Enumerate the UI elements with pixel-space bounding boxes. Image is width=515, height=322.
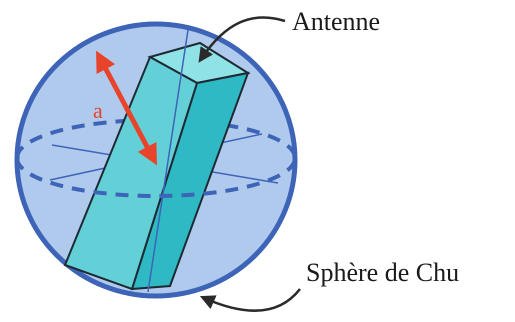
radius-arrow bbox=[96, 50, 157, 166]
equator-back-dashed bbox=[15, 118, 297, 159]
equator-front-dashed bbox=[15, 157, 297, 198]
antenna bbox=[63, 41, 251, 291]
sphere-label: Sphère de Chu bbox=[306, 258, 459, 287]
vertical-axis bbox=[147, 29, 189, 293]
antenna-label: Antenne bbox=[292, 7, 380, 36]
radius-label: a bbox=[93, 98, 103, 123]
sphere-callout-arrow bbox=[199, 288, 301, 312]
antenna-callout-arrow bbox=[198, 16, 286, 63]
